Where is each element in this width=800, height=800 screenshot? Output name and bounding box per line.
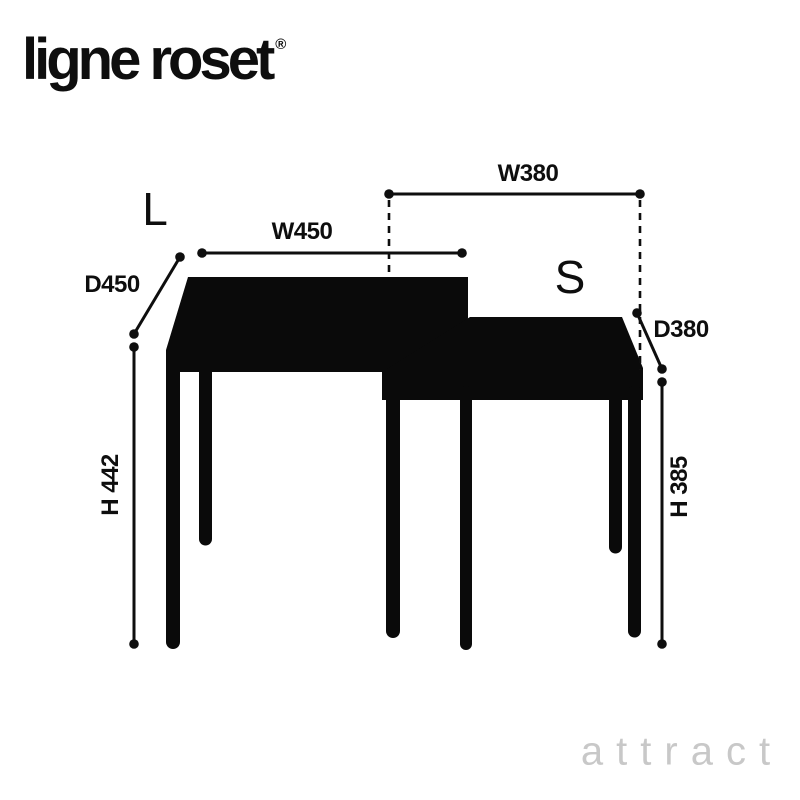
h385-endpoint-dot-top [657,377,667,387]
brand-logo-text: ligne roset [22,27,275,92]
w450-endpoint-dot-right [457,248,467,258]
watermark-text: attract [580,729,784,774]
w380-endpoint-dot-right [635,189,645,199]
table-large-label: L [142,183,168,235]
dimension-label-depth-small: D380 [653,316,709,343]
brand-logo: ligne roset ® [22,31,286,89]
h385-endpoint-dot-bottom [657,639,667,649]
h442-endpoint-dot-bottom [129,639,139,649]
dimension-label-width-small: W380 [497,160,559,187]
dimension-label-depth-large: D450 [84,271,140,298]
d380-endpoint-dot-bottom [657,364,667,374]
table-small-label: S [554,251,586,303]
d450-dimension-line [132,256,182,335]
h442-endpoint-dot-top [129,342,139,352]
w380-endpoint-dot-left [384,189,394,199]
d450-endpoint-dot-bottom [129,329,139,339]
d380-endpoint-dot-top [632,308,642,318]
dimension-label-height-large: H 442 [97,454,124,516]
registered-trademark-icon: ® [275,36,287,53]
large-table-top [166,277,468,372]
dimension-label-height-small: H 385 [666,456,693,518]
d450-endpoint-dot-top [175,252,185,262]
small-table-top [382,317,643,400]
w450-endpoint-dot-left [197,248,207,258]
dimension-label-width-large: W450 [271,218,333,245]
